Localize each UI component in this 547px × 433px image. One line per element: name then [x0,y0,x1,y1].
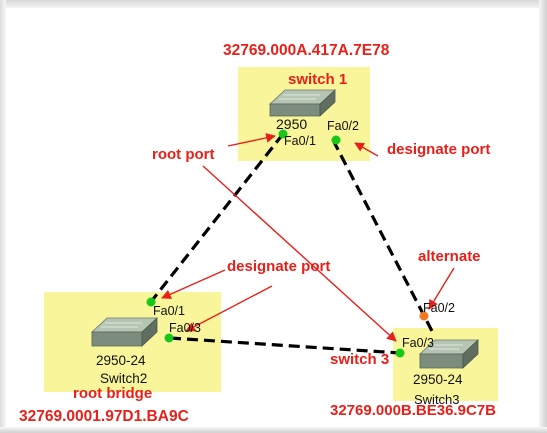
switch3-bridge-id: 32769.000B.BE36.9C7B [330,402,496,419]
link-switch1-switch3 [331,139,435,334]
port-up-dot [395,348,405,358]
switch2-name: Switch2 [100,371,148,386]
frame-border-right [539,0,547,433]
annotation-arrow [428,267,455,310]
switch2-port-fa0-1: Fa0/1 [153,304,185,318]
switch1-model: 2950 [276,116,308,132]
port-up-dot [331,135,341,145]
link-switch1-switch2 [148,133,285,304]
switch2-role: root bridge [73,385,153,402]
annotation-root-port: root port [152,146,215,163]
annotation-designate-port-switch1: designate port [387,141,491,158]
frame-border-bottom [0,427,547,433]
switch1-port-fa0-1: Fa0/1 [284,134,316,148]
switch3-model: 2950-24 [413,372,463,387]
switch1-bridge-id: 32769.000A.417A.7E78 [223,42,390,59]
switch2-model: 2950-24 [96,353,146,368]
annotation-arrow [354,142,379,157]
port-up-dot [146,297,156,307]
frame-border-left [0,0,6,433]
switch1-port-fa0-2: Fa0/2 [327,119,359,133]
link-switch2-switch3 [169,336,401,355]
annotation-arrow [227,133,276,147]
annotation-arrow [161,269,226,299]
switch3-port-fa0-3: Fa0/3 [402,336,434,350]
network-switch-icon [418,339,480,369]
frame-border-top [0,0,547,8]
switch1-title: switch 1 [288,71,348,88]
port-up-dot [278,129,288,139]
switch3-title: switch 3 [330,351,390,368]
port-up-dot [164,333,174,343]
switch2-port-fa0-3: Fa0/3 [169,321,201,335]
switch3-name: Switch3 [414,392,460,407]
switch3-port-fa0-2: Fa0/2 [423,301,455,315]
switch2-bridge-id: 32769.0001.97D1.BA9C [19,408,189,425]
network-switch-icon [268,89,337,117]
annotation-alternate: alternate [418,248,481,265]
annotation-arrow [185,285,273,332]
annotation-designate-port-switch2: designate port [227,258,331,275]
annotation-arrow [202,165,397,342]
network-switch-icon [90,317,159,347]
port-blocked-dot [419,311,429,321]
